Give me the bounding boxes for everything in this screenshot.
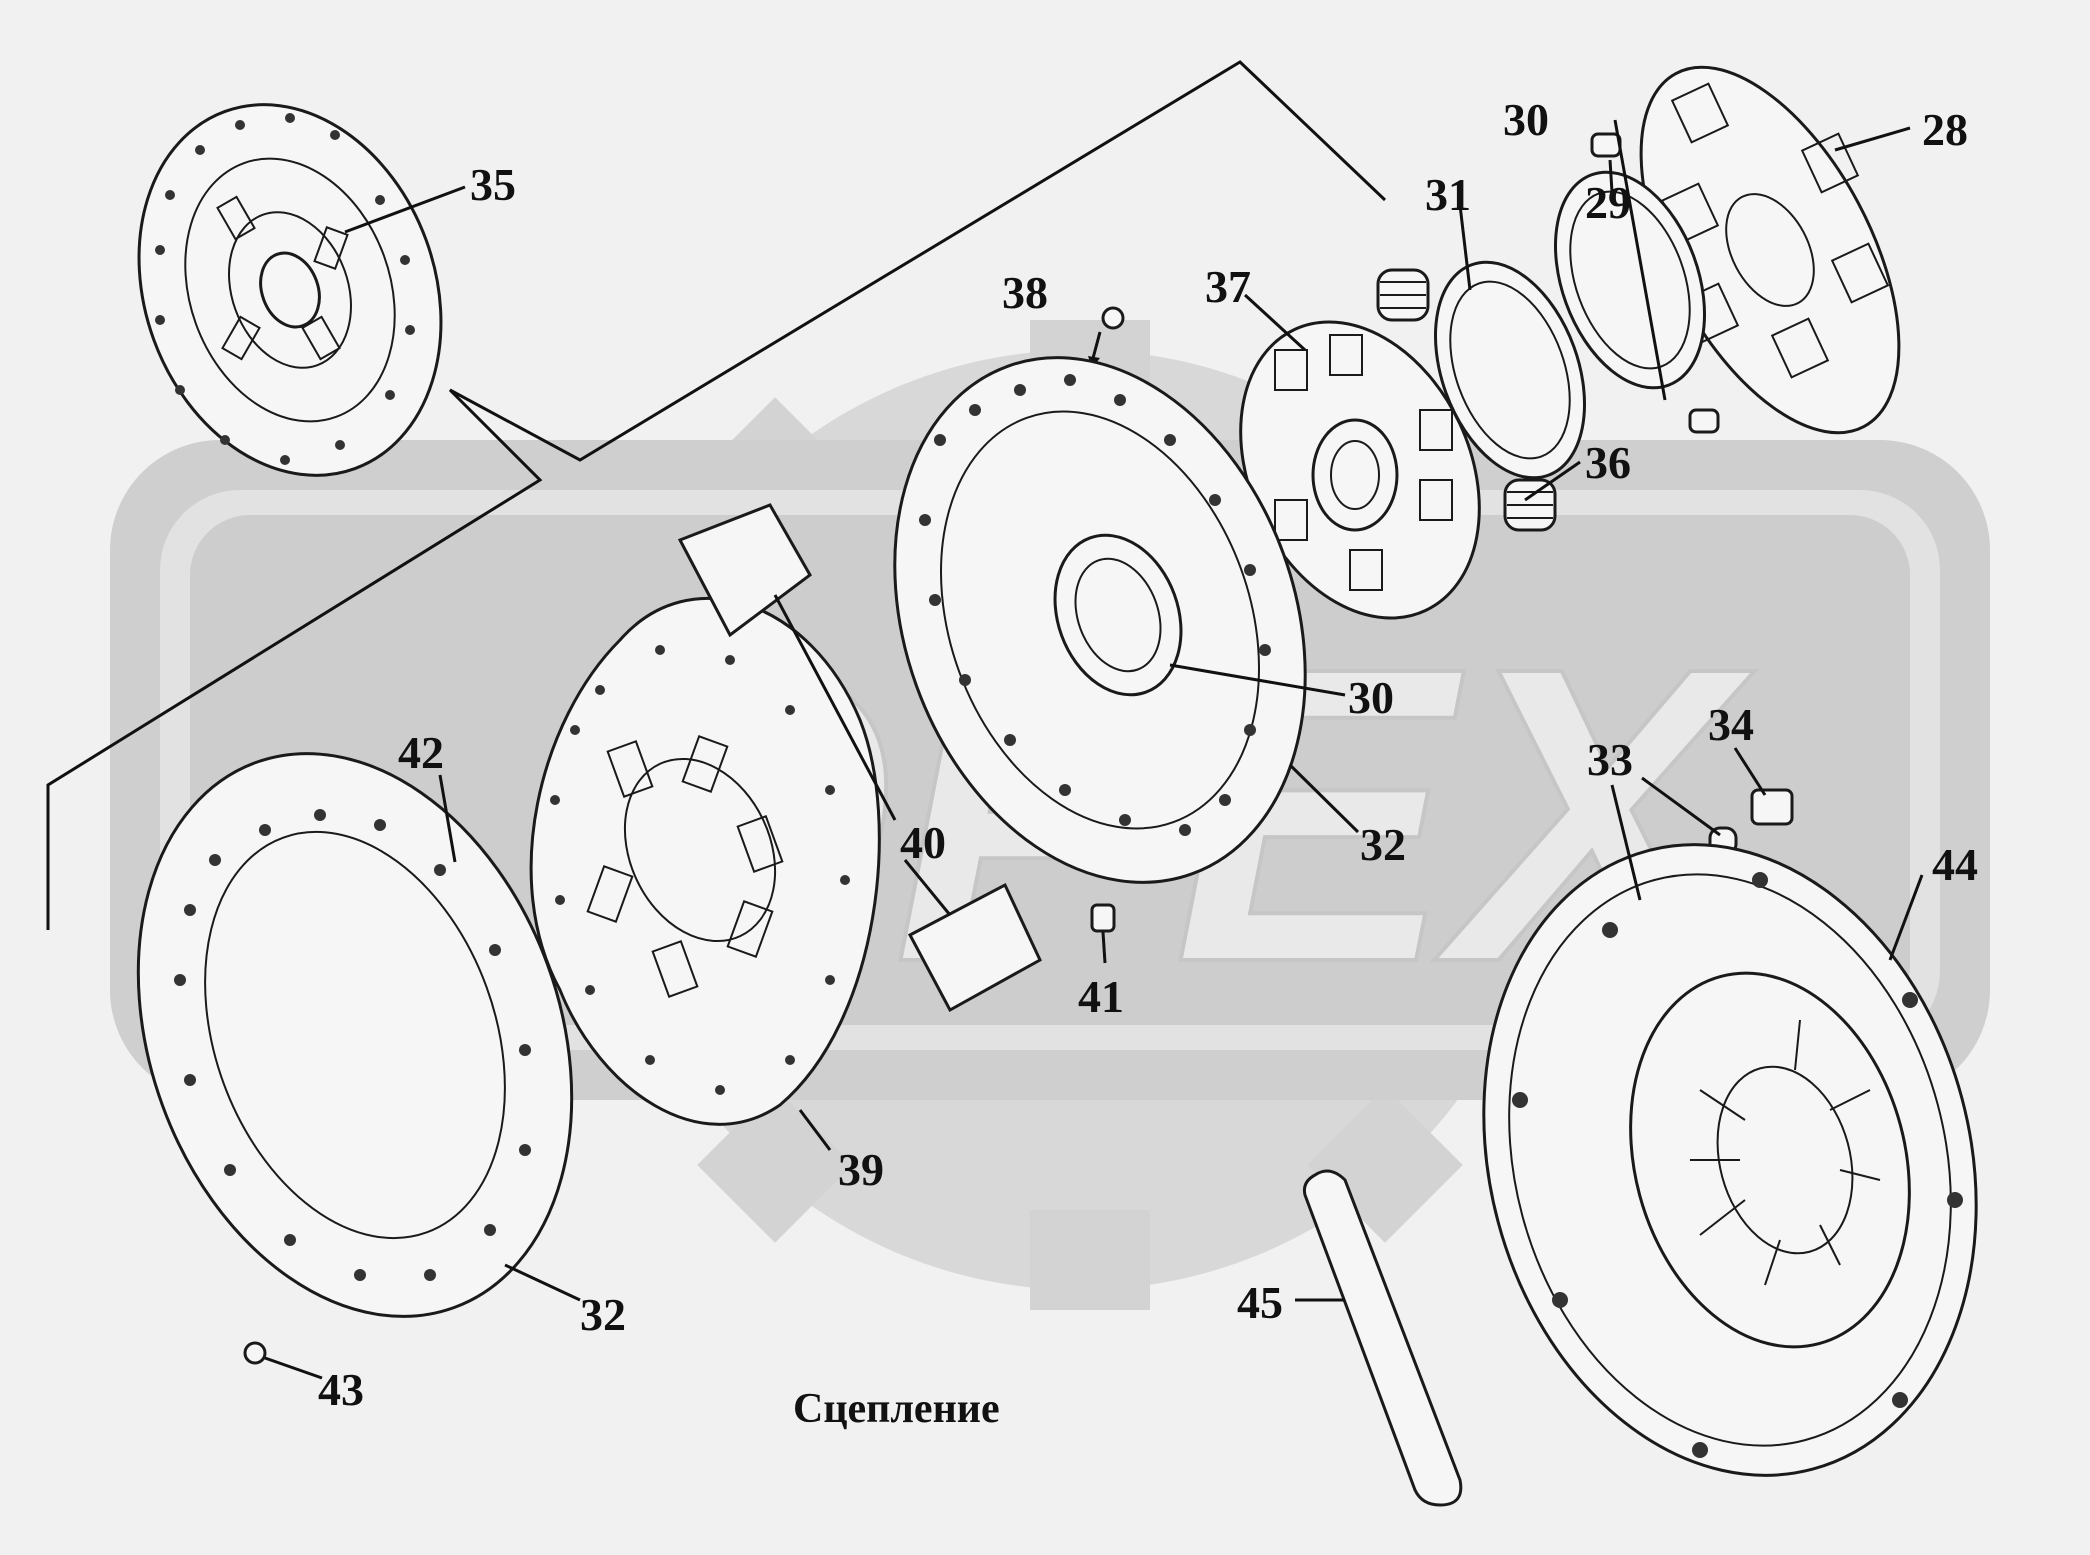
part-35-driven-disc-assembly bbox=[137, 103, 443, 477]
part-45-strap bbox=[1303, 1169, 1463, 1507]
label-30-top: 30 bbox=[1503, 94, 1549, 145]
label-41: 41 bbox=[1078, 971, 1124, 1022]
label-30-middle: 30 bbox=[1348, 672, 1394, 723]
part-34-bolt bbox=[1750, 788, 1794, 826]
label-42: 42 bbox=[398, 727, 444, 778]
label-37: 37 bbox=[1205, 261, 1251, 312]
leader-lines bbox=[264, 119, 1924, 1380]
part-36-springs bbox=[1376, 268, 1557, 532]
label-32-middle: 32 bbox=[1360, 819, 1406, 870]
part-30-ring-top bbox=[1553, 170, 1707, 390]
part-44-pressure-plate bbox=[1482, 843, 1978, 1477]
label-29: 29 bbox=[1585, 177, 1631, 228]
label-43: 43 bbox=[318, 1364, 364, 1415]
part-labels: 35 30 31 28 29 38 37 36 30 32 42 40 41 3… bbox=[318, 94, 1978, 1415]
part-32-large-disc bbox=[893, 356, 1307, 884]
part-31-ring bbox=[1433, 260, 1587, 480]
label-28: 28 bbox=[1922, 104, 1968, 155]
detail-callout-outline bbox=[46, 60, 1387, 930]
part-29-pins bbox=[1590, 132, 1720, 434]
label-31: 31 bbox=[1425, 169, 1471, 220]
label-40: 40 bbox=[900, 817, 946, 868]
label-44: 44 bbox=[1932, 839, 1978, 890]
label-33: 33 bbox=[1587, 734, 1633, 785]
label-34: 34 bbox=[1708, 699, 1754, 750]
part-37-hub-plate bbox=[1239, 320, 1481, 620]
part-32-friction-ring bbox=[136, 752, 574, 1318]
part-43-rivet bbox=[243, 1341, 267, 1365]
label-38: 38 bbox=[1002, 267, 1048, 318]
label-39: 39 bbox=[838, 1144, 884, 1195]
diagram-caption: Сцепление bbox=[793, 1386, 1000, 1432]
part-41-bolt bbox=[1090, 903, 1116, 933]
label-36: 36 bbox=[1585, 437, 1631, 488]
label-32-bottom: 32 bbox=[580, 1289, 626, 1340]
part-40-friction-segments bbox=[677, 503, 1042, 1013]
label-35: 35 bbox=[470, 159, 516, 210]
part-39-driven-disc bbox=[529, 596, 881, 1126]
label-45: 45 bbox=[1237, 1277, 1283, 1328]
